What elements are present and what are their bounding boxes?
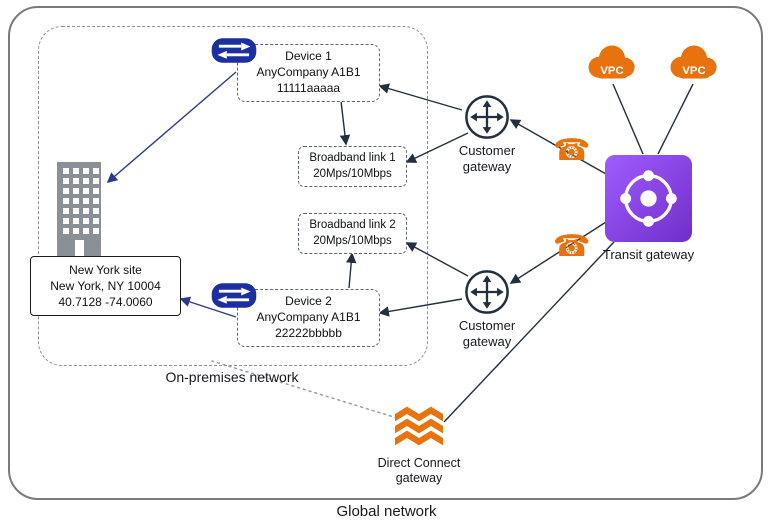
new-york-site-box: New York site New York, NY 10004 40.7128… — [30, 256, 181, 316]
broadband-link-2-speed: 20Mps/10Mbps — [313, 234, 392, 247]
broadband-link-2-box: Broadband link 2 20Mps/10Mbps — [298, 213, 407, 254]
customer-gateway-1-label: Customer gateway — [458, 143, 516, 174]
customer-gateway-icon — [464, 269, 510, 320]
vpc-label: VPC — [682, 65, 705, 77]
customer-gateway-icon — [464, 94, 510, 145]
broadband-link-1-speed: 20Mps/10Mbps — [313, 167, 392, 180]
device-2-box: Device 2 AnyCompany A1B1 22222bbbbb — [237, 289, 380, 347]
device-2-serial: 22222bbbbb — [275, 325, 342, 340]
device-1-name: Device 1 — [285, 49, 332, 64]
direct-connect-gateway-icon — [395, 404, 443, 453]
site-coordinates: 40.7128 -74.0060 — [58, 295, 153, 310]
device-1-box: Device 1 AnyCompany A1B1 11111aaaaa — [237, 44, 380, 102]
broadband-link-1-box: Broadband link 1 20Mps/10Mbps — [298, 146, 407, 187]
device-1-serial: 11111aaaaa — [276, 80, 341, 95]
site-to-site-vpn-icon: ☎ — [553, 230, 591, 263]
vpc-cloud-icon: VPC — [666, 42, 722, 87]
broadband-link-2-name: Broadband link 2 — [309, 219, 396, 232]
transit-gateway-label: Transit gateway — [602, 247, 695, 262]
customer-gateway-2-label: Customer gateway — [458, 318, 516, 349]
broadband-link-1-name: Broadband link 1 — [309, 152, 396, 165]
device-2-vendor: AnyCompany A1B1 — [256, 310, 361, 325]
router-icon — [211, 281, 257, 315]
site-to-site-vpn-icon: ☎ — [553, 134, 591, 167]
transit-gateway-icon — [605, 155, 692, 247]
on-premises-network-label: On-premises network — [165, 369, 299, 385]
global-network-label: Global network — [336, 503, 437, 520]
router-icon — [211, 36, 257, 70]
office-building-icon — [55, 162, 103, 262]
direct-connect-gateway-label: Direct Connect gateway — [377, 456, 461, 486]
vpc-label: VPC — [600, 65, 623, 77]
device-2-name: Device 2 — [285, 294, 332, 309]
device-1-vendor: AnyCompany A1B1 — [256, 65, 361, 80]
site-address: New York, NY 10004 — [50, 278, 161, 293]
global-network-boundary — [8, 6, 763, 500]
vpc-cloud-icon: VPC — [584, 42, 640, 87]
site-name: New York site — [69, 262, 142, 277]
